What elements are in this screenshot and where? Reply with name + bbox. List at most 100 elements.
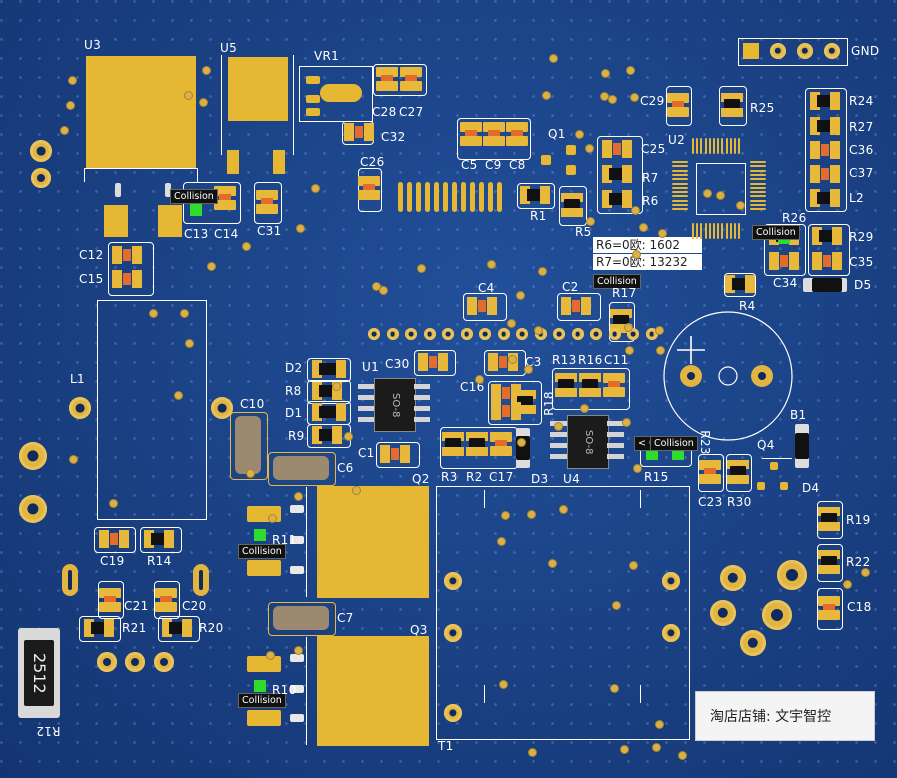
r21-label: R21 <box>122 621 147 635</box>
r3-label: R3 <box>441 470 458 484</box>
via <box>345 433 352 440</box>
through-hole-pad <box>608 328 621 340</box>
connector-pad <box>479 182 484 212</box>
t1-outline <box>436 486 690 740</box>
r5-label: R5 <box>575 225 592 239</box>
via <box>69 77 76 84</box>
via <box>549 560 556 567</box>
via <box>150 310 157 317</box>
through-hole-pad <box>553 328 565 340</box>
via <box>243 243 250 250</box>
via <box>498 538 505 545</box>
via <box>704 190 711 197</box>
via <box>632 207 639 214</box>
gnd-header-outline <box>738 38 848 66</box>
qfp-pin <box>750 182 766 185</box>
c9-label: C9 <box>485 158 502 172</box>
u4-label: U4 <box>563 472 581 486</box>
via <box>517 292 524 299</box>
d5-label: D5 <box>854 278 872 292</box>
r10-label: R10 <box>272 683 297 697</box>
via <box>633 251 640 258</box>
qfp-pin <box>750 169 766 172</box>
via <box>737 202 744 209</box>
c16-label: C16 <box>460 380 485 394</box>
u5-tab-pad <box>228 57 288 121</box>
qfp-pin <box>721 223 724 239</box>
via <box>373 283 380 290</box>
b1-label: B1 <box>790 408 807 422</box>
qfp-pin <box>692 223 694 239</box>
c20-label: C20 <box>182 599 207 613</box>
through-hole-pad <box>442 328 454 340</box>
c6-label: C6 <box>337 461 354 475</box>
via <box>640 224 647 231</box>
c18-label: C18 <box>847 600 872 614</box>
r14-label: R14 <box>147 554 172 568</box>
through-hole-pad <box>627 328 639 340</box>
qfp-pin <box>750 199 766 202</box>
q3-label: Q3 <box>410 623 428 637</box>
via <box>621 746 628 753</box>
r17-label: R17 <box>612 286 637 300</box>
c2-label: C2 <box>562 280 579 294</box>
qfp-pin <box>729 138 732 154</box>
c4-label: C4 <box>478 281 495 295</box>
qfp-pin <box>672 208 688 211</box>
through-hole-pad <box>479 328 491 340</box>
vr1-outline <box>299 66 373 122</box>
r15-label: R15 <box>644 470 669 484</box>
via <box>555 423 562 430</box>
via <box>333 383 340 390</box>
r26-label: R26 <box>782 211 807 225</box>
via <box>295 647 302 654</box>
via <box>508 320 515 327</box>
qfp-pin <box>750 178 766 181</box>
gnd-label: GND <box>851 44 880 58</box>
c13-label: C13 <box>184 227 209 241</box>
through-hole-pad <box>497 328 510 340</box>
vr1-label: VR1 <box>314 49 340 63</box>
via <box>630 562 637 569</box>
u4-so8-chip: SO-8 <box>567 415 609 469</box>
via <box>623 419 630 426</box>
c21-label: C21 <box>124 599 149 613</box>
through-hole-pad <box>645 328 658 340</box>
q4-label: Q4 <box>757 438 775 452</box>
c26-label: C26 <box>360 155 385 169</box>
qfp-pin <box>750 161 766 163</box>
via <box>659 230 666 237</box>
via <box>656 327 663 334</box>
l1-outline <box>97 300 207 520</box>
u3-label: U3 <box>84 38 102 52</box>
u1-label: U1 <box>362 360 380 374</box>
info-line-1: R6=0欧: 1602 <box>593 237 702 253</box>
through-hole-pad <box>571 328 584 340</box>
qfp-pin <box>692 138 694 154</box>
c34-label: C34 <box>773 276 798 290</box>
qfp-pin <box>734 223 736 239</box>
u2-label: U2 <box>668 133 686 147</box>
buzzer-outline <box>663 311 793 441</box>
via <box>657 347 664 354</box>
via <box>297 225 304 232</box>
qfp-pin <box>672 173 688 176</box>
via <box>560 506 567 513</box>
via <box>247 470 254 477</box>
qfp-pin <box>700 223 703 239</box>
via <box>500 681 507 688</box>
qfp-pin <box>672 165 688 168</box>
connector-pad <box>452 182 457 212</box>
c3-label: C3 <box>525 355 542 369</box>
via <box>529 749 536 756</box>
via <box>518 439 525 446</box>
r19-label: R19 <box>846 513 871 527</box>
via <box>295 493 302 500</box>
connector-pad <box>470 182 475 212</box>
c15-label: C15 <box>79 272 104 286</box>
c19-label: C19 <box>100 554 125 568</box>
c1-label: C1 <box>358 446 375 460</box>
via <box>203 67 210 74</box>
via <box>631 94 638 101</box>
